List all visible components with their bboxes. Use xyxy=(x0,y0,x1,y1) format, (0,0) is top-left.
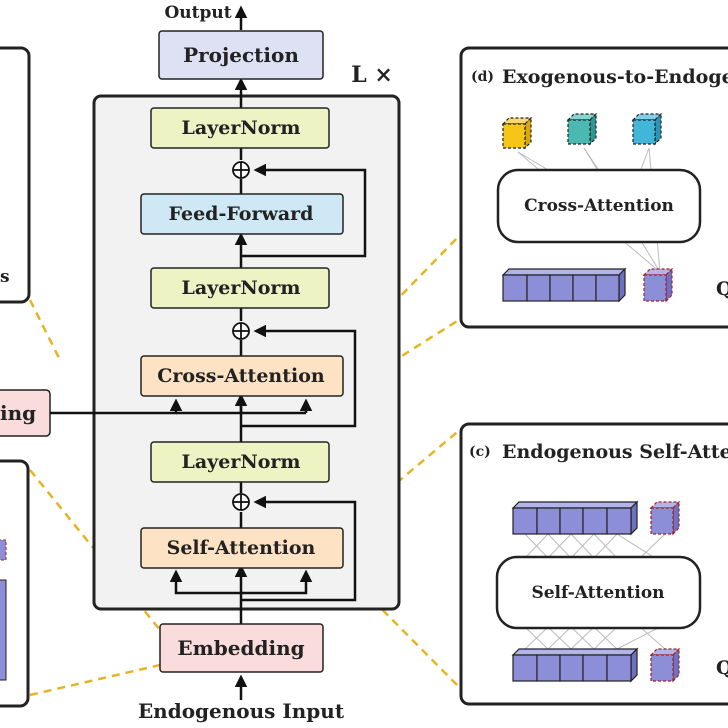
layernorm-block-low: LayerNorm xyxy=(150,441,330,483)
cross-attention-label: Cross-Attention xyxy=(157,365,325,387)
left-partial-block-label: ing xyxy=(0,401,36,425)
left-panel-bottom xyxy=(0,459,30,708)
layers-label: L × xyxy=(351,62,393,88)
endogenous-token-row xyxy=(511,647,639,683)
left-partial-block: ing xyxy=(0,389,51,437)
projection-label: Projection xyxy=(183,43,299,67)
feed-forward-label: Feed-Forward xyxy=(169,203,314,225)
endogenous-input-label: Endogenous Input xyxy=(138,699,345,723)
main-flow-lines xyxy=(50,5,367,700)
add-icon xyxy=(232,493,250,511)
layernorm-block-mid: LayerNorm xyxy=(150,267,330,309)
layernorm-label: LayerNorm xyxy=(182,451,301,473)
panel-c-inner-block: Self-Attention xyxy=(531,583,664,603)
add-icon xyxy=(232,161,250,179)
cross-attention-block: Cross-Attention xyxy=(140,355,344,397)
panel-d-inner-block: Cross-Attention xyxy=(524,196,674,216)
panel-c: (c) Endogenous Self-Atte xyxy=(459,422,728,706)
panel-d: (d) Exogenous-to-Endoge Cross xyxy=(459,46,728,329)
exogenous-token-cube xyxy=(566,112,598,146)
endogenous-query-cube xyxy=(649,647,681,683)
left-panel-top: s xyxy=(0,46,31,304)
self-attention-block: Self-Attention xyxy=(140,527,344,569)
endogenous-token-row xyxy=(511,500,639,536)
panel-c-right-letter: Q xyxy=(716,657,728,679)
output-label: Output xyxy=(164,3,231,23)
panel-d-tag: (d) xyxy=(471,69,494,85)
endogenous-token-row xyxy=(501,267,627,303)
layernorm-block-top: LayerNorm xyxy=(150,107,330,149)
embedding-label: Embedding xyxy=(177,636,304,660)
add-icon xyxy=(232,322,250,340)
panel-c-attention-links xyxy=(524,533,666,650)
feed-forward-block: Feed-Forward xyxy=(140,193,344,235)
layernorm-label: LayerNorm xyxy=(182,277,301,299)
panel-c-title: Endogenous Self-Atte xyxy=(502,441,728,463)
left-partial-text-top: s xyxy=(0,267,10,287)
exogenous-token-cube xyxy=(631,112,663,146)
layernorm-label: LayerNorm xyxy=(182,117,301,139)
panel-c-tag: (c) xyxy=(469,444,491,460)
exogenous-token-cube xyxy=(501,116,533,150)
endogenous-query-cube xyxy=(642,267,674,303)
panel-d-right-letter: Q xyxy=(716,278,728,300)
self-attention-label: Self-Attention xyxy=(167,537,316,559)
projection-block: Projection xyxy=(158,30,324,80)
embedding-block: Embedding xyxy=(159,623,324,673)
endogenous-query-cube xyxy=(649,500,681,536)
panel-d-title: Exogenous-to-Endoge xyxy=(502,66,728,88)
